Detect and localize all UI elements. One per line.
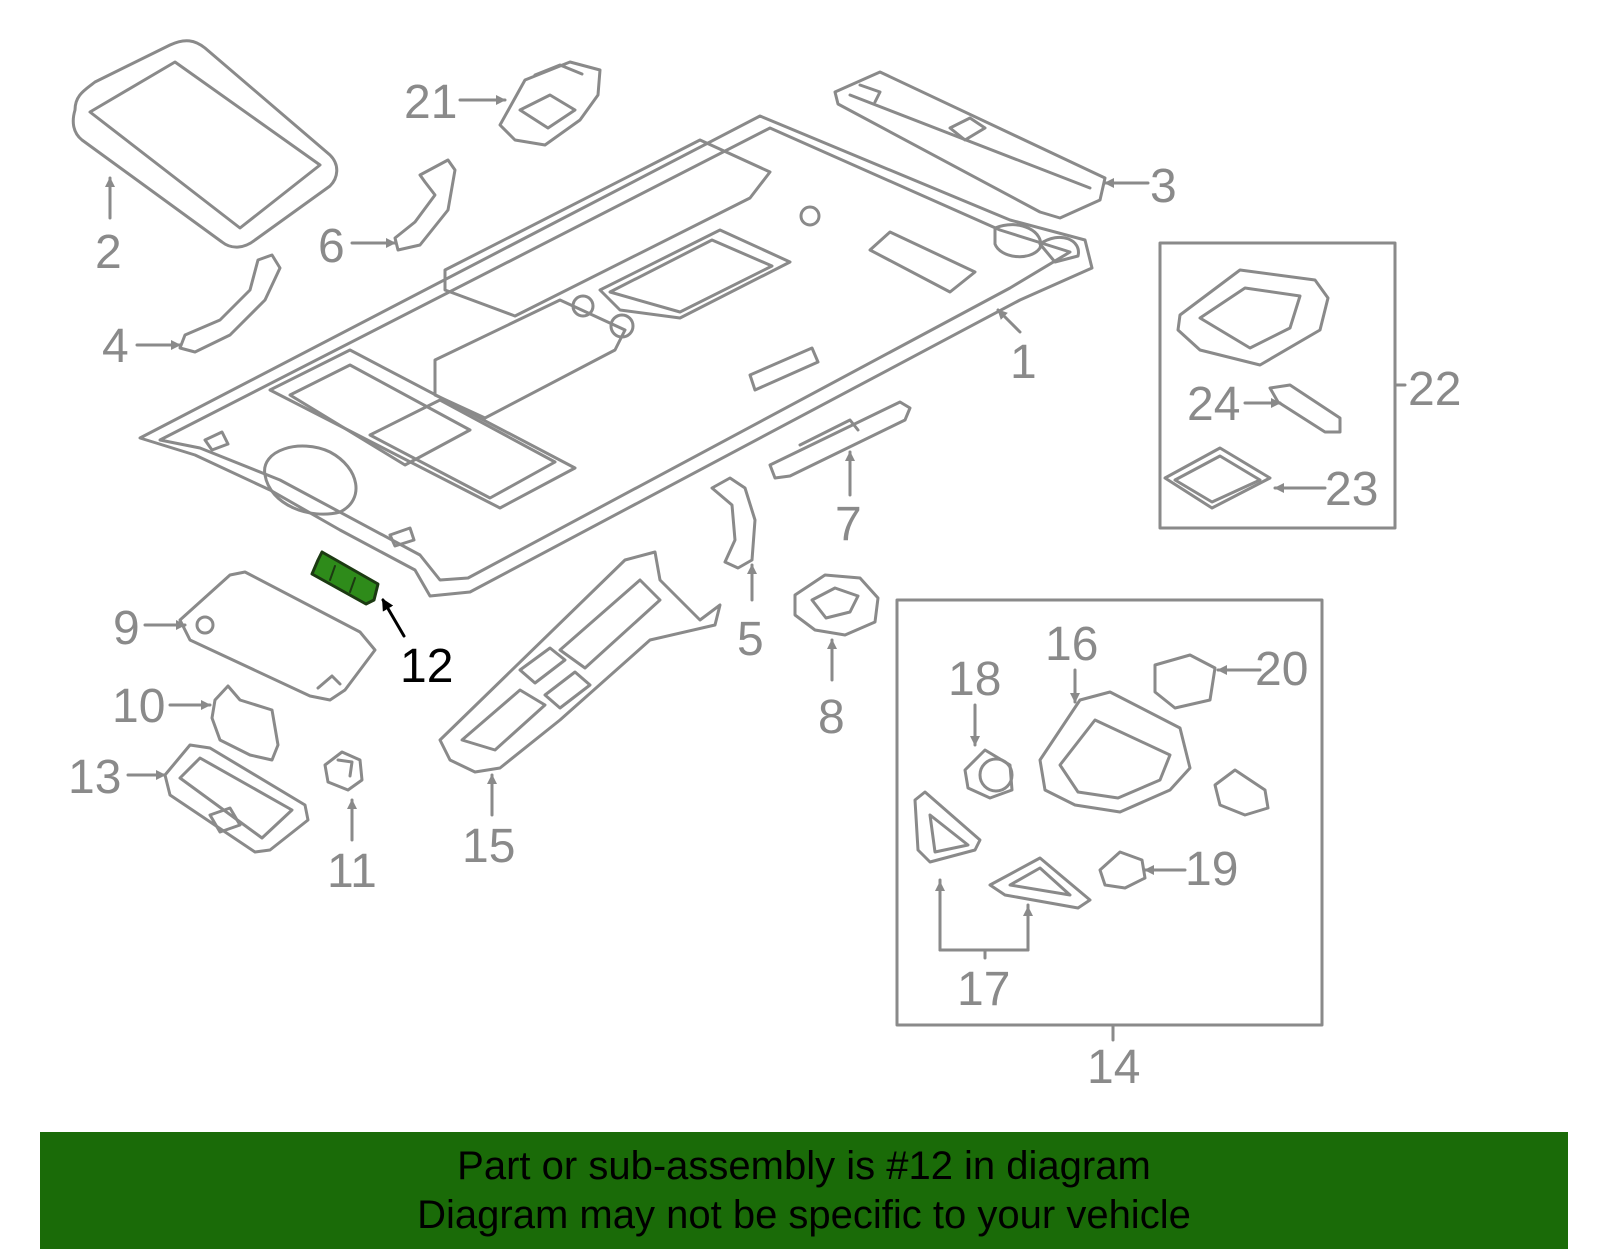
console-frame-part-15 xyxy=(438,550,722,774)
callout-2: 2 xyxy=(95,226,122,279)
sunroof-panel-part-2 xyxy=(71,39,339,249)
callout-3: 3 xyxy=(1150,160,1177,213)
callout-6: 6 xyxy=(318,220,345,273)
callout-24: 24 xyxy=(1187,378,1240,431)
callout-23: 23 xyxy=(1325,463,1378,516)
callout-17: 17 xyxy=(957,963,1010,1016)
callout-8: 8 xyxy=(818,691,845,744)
highlighted-part-12 xyxy=(310,550,380,606)
callout-11: 11 xyxy=(327,845,377,898)
box-part-22-group xyxy=(1158,241,1397,530)
roof-interior-exploded-diagram: 1 2 3 4 5 6 7 8 9 10 11 12 13 14 15 16 1… xyxy=(68,39,1461,1094)
callout-4: 4 xyxy=(102,320,129,373)
sun-visor-part-9 xyxy=(178,570,377,702)
pillar-trim-part-5 xyxy=(710,476,757,570)
part-info-banner: Part or sub-assembly is #12 in diagram D… xyxy=(40,1132,1568,1249)
bracket-part-10 xyxy=(210,684,280,762)
handle-part-8 xyxy=(793,573,880,637)
bracket-part-21 xyxy=(498,60,602,147)
rear-trim-part-3 xyxy=(833,70,1107,220)
callout-9: 9 xyxy=(113,602,140,655)
callout-10: 10 xyxy=(112,680,165,733)
callout-16: 16 xyxy=(1045,618,1098,671)
callout-21: 21 xyxy=(404,76,457,129)
banner-line-disclaimer: Diagram may not be specific to your vehi… xyxy=(417,1193,1191,1237)
clip-part-11 xyxy=(323,750,364,792)
callout-13: 13 xyxy=(68,751,121,804)
callout-18: 18 xyxy=(948,653,1001,706)
callout-12: 12 xyxy=(400,640,453,693)
callout-1: 1 xyxy=(1010,336,1037,389)
callout-22: 22 xyxy=(1408,363,1461,416)
callout-14: 14 xyxy=(1087,1041,1140,1094)
headliner-part-1 xyxy=(138,114,1094,598)
trim-part-6 xyxy=(393,158,457,252)
leader-lines xyxy=(105,95,1407,1042)
callout-labels: 1 2 3 4 5 6 7 8 9 10 11 12 13 14 15 16 1… xyxy=(68,76,1461,1094)
callout-20: 20 xyxy=(1255,643,1308,696)
callout-5: 5 xyxy=(737,613,764,666)
box-part-14-group xyxy=(895,598,1324,1027)
callout-15: 15 xyxy=(462,820,515,873)
trim-strip-part-7 xyxy=(768,400,912,480)
banner-line-part-number: Part or sub-assembly is #12 in diagram xyxy=(457,1144,1151,1188)
callout-7: 7 xyxy=(835,498,862,551)
trim-part-4 xyxy=(178,253,282,354)
callout-19: 19 xyxy=(1185,843,1238,896)
cover-part-13 xyxy=(163,743,310,854)
